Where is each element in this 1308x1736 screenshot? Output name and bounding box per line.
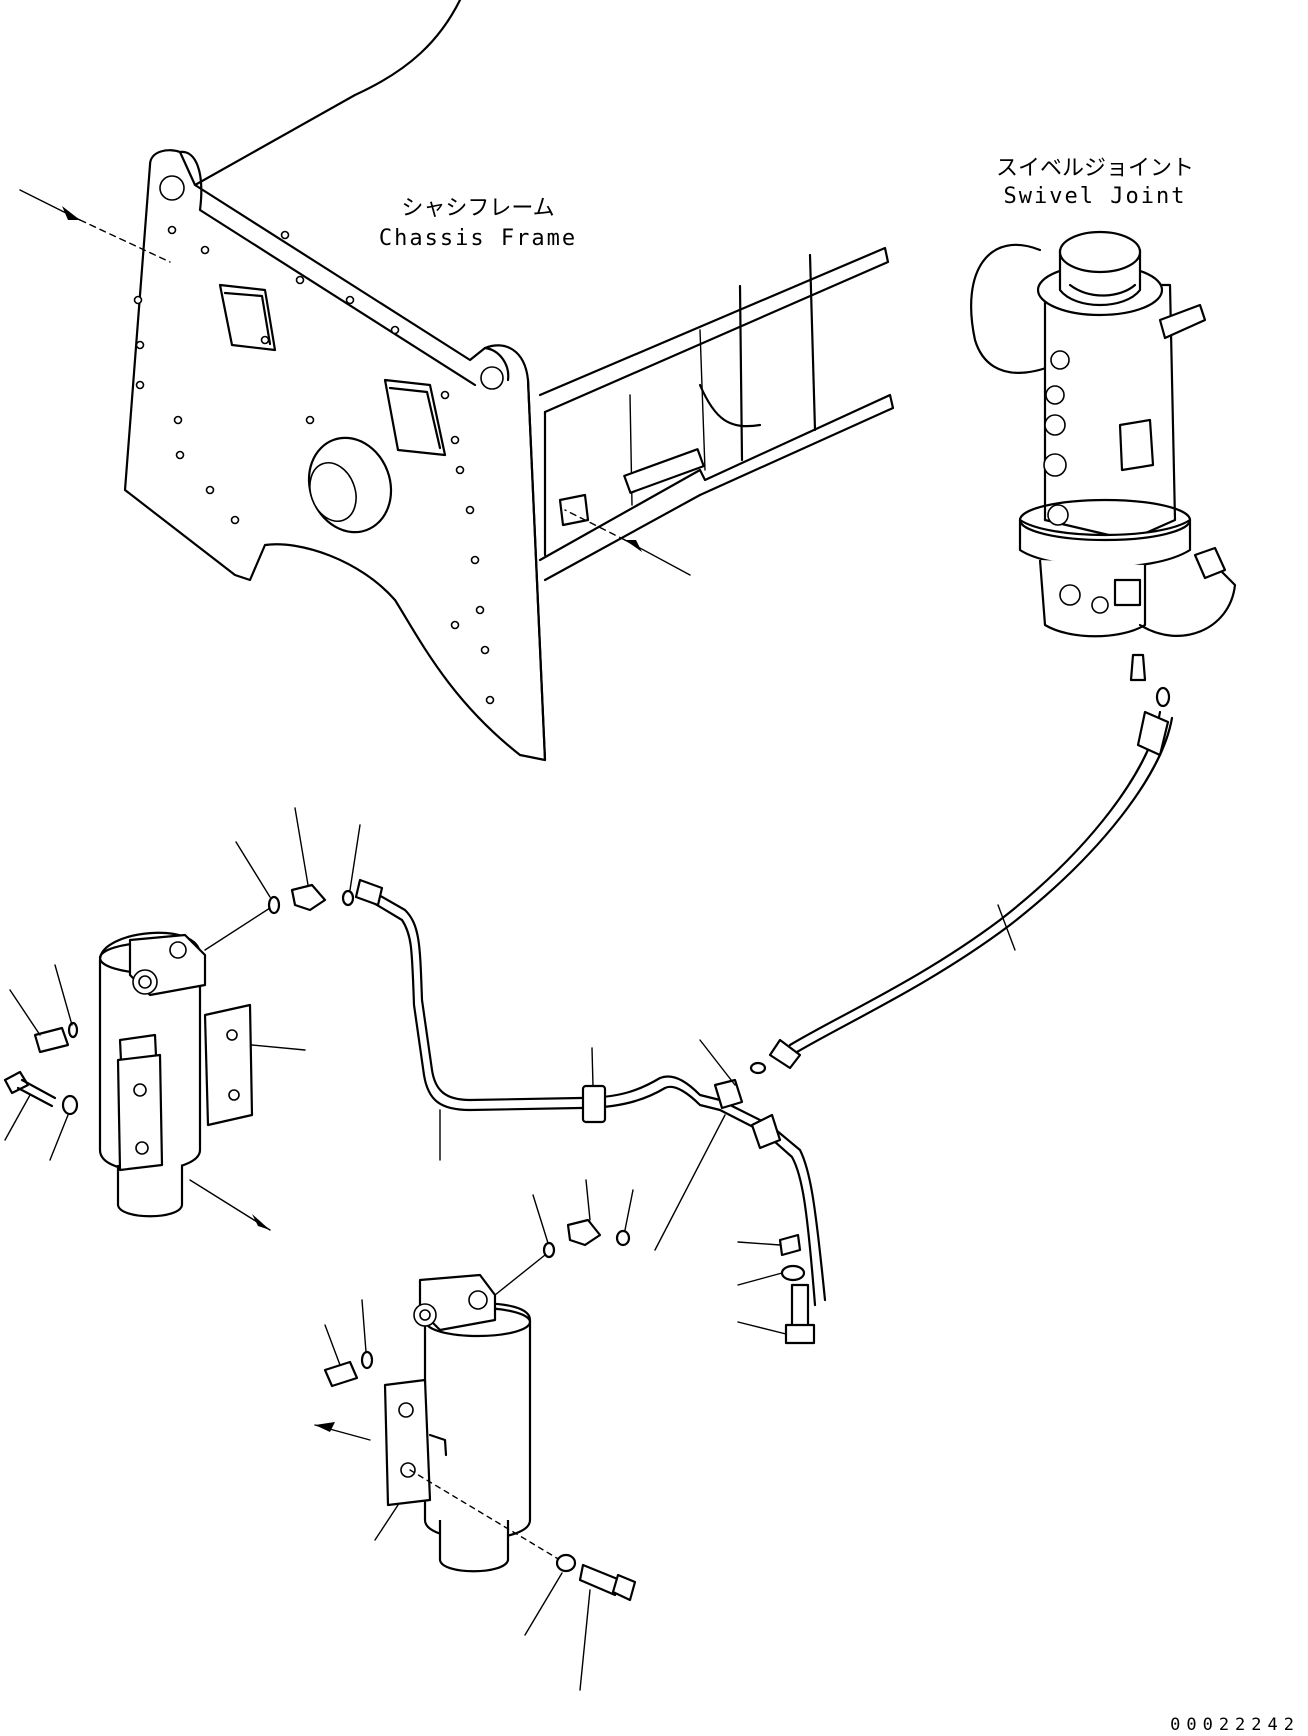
chassis-frame <box>19 0 895 762</box>
frame-slot <box>623 448 705 494</box>
tube-line <box>368 888 827 1302</box>
frame-bolt-holes <box>133 225 495 705</box>
chassis-frame-label-en: Chassis Frame <box>379 226 577 251</box>
upper-elbow-fitting <box>290 883 327 912</box>
tube-clamp <box>581 1084 607 1124</box>
lower-cylinder-body <box>423 1302 532 1540</box>
swivel-joint <box>970 230 1237 708</box>
swivel-joint-connector <box>1158 303 1207 340</box>
upper-cylinder <box>3 807 361 1231</box>
chassis-frame-label-jp: シャシフレーム <box>401 196 554 221</box>
drawing-number: 00022242 <box>1170 1715 1300 1735</box>
lower-cylinder-rod <box>438 1520 510 1573</box>
tube-tee-fitting <box>713 1078 744 1110</box>
frame-window-1 <box>218 283 277 352</box>
lower-cylinder-bracket <box>383 1378 432 1507</box>
swivel-joint-label-jp: スイベルジョイント <box>996 156 1194 181</box>
frame-upper-beam <box>538 246 890 414</box>
swivel-joint-label-en: Swivel Joint <box>1004 184 1187 209</box>
bolt <box>790 1283 810 1332</box>
tube <box>354 878 827 1345</box>
swivel-joint-fitting <box>1129 653 1147 682</box>
upper-cylinder-bracket-rear <box>203 1003 254 1127</box>
upper-cylinder-rod <box>116 1165 184 1218</box>
background-outline <box>193 0 462 187</box>
lower-elbow-fitting <box>566 1218 602 1247</box>
upper-cylinder-bracket-front <box>116 1053 164 1172</box>
frame-lower-beam <box>538 393 895 582</box>
swivel-joint-nameplate <box>1118 418 1155 472</box>
washer <box>780 1264 806 1282</box>
hose <box>749 710 1174 1075</box>
frame-window-2 <box>383 378 447 457</box>
lower-cylinder <box>314 1114 726 1691</box>
hose-callout-leader <box>997 904 1016 951</box>
hose-line <box>788 710 1162 1047</box>
